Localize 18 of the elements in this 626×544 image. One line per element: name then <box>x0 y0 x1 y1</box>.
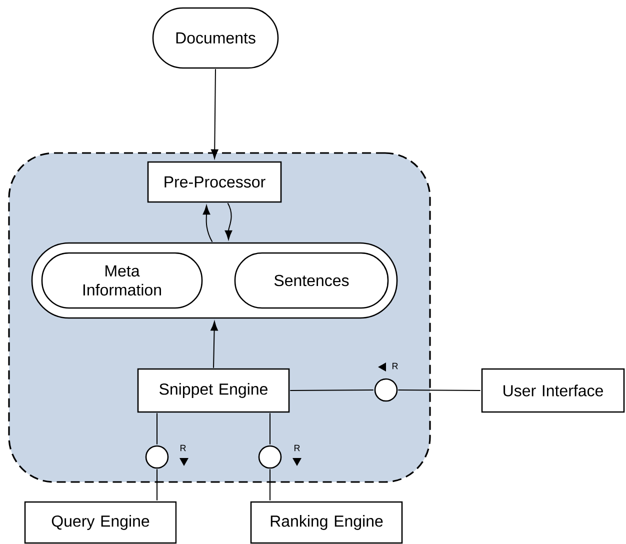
storage-section: Meta Information <box>41 252 203 309</box>
process-box: Pre-Processor <box>147 161 282 203</box>
external-box: Ranking Engine <box>250 501 403 544</box>
port-label: R <box>392 362 398 370</box>
process-box: Snippet Engine <box>137 368 290 413</box>
storage-section: Sentences <box>234 252 389 309</box>
external-box: User Interface <box>481 368 625 413</box>
port-label: R <box>180 444 186 452</box>
port-label: R <box>294 444 300 452</box>
channel-circle <box>258 445 282 469</box>
arrow <box>202 205 213 242</box>
arrow <box>224 202 232 240</box>
arrow <box>210 68 218 159</box>
arrow <box>210 321 218 368</box>
channel-circle <box>145 445 169 469</box>
external-box: Query Engine <box>24 501 177 544</box>
document-source: Documents <box>152 7 279 69</box>
channel-circle <box>374 378 398 402</box>
